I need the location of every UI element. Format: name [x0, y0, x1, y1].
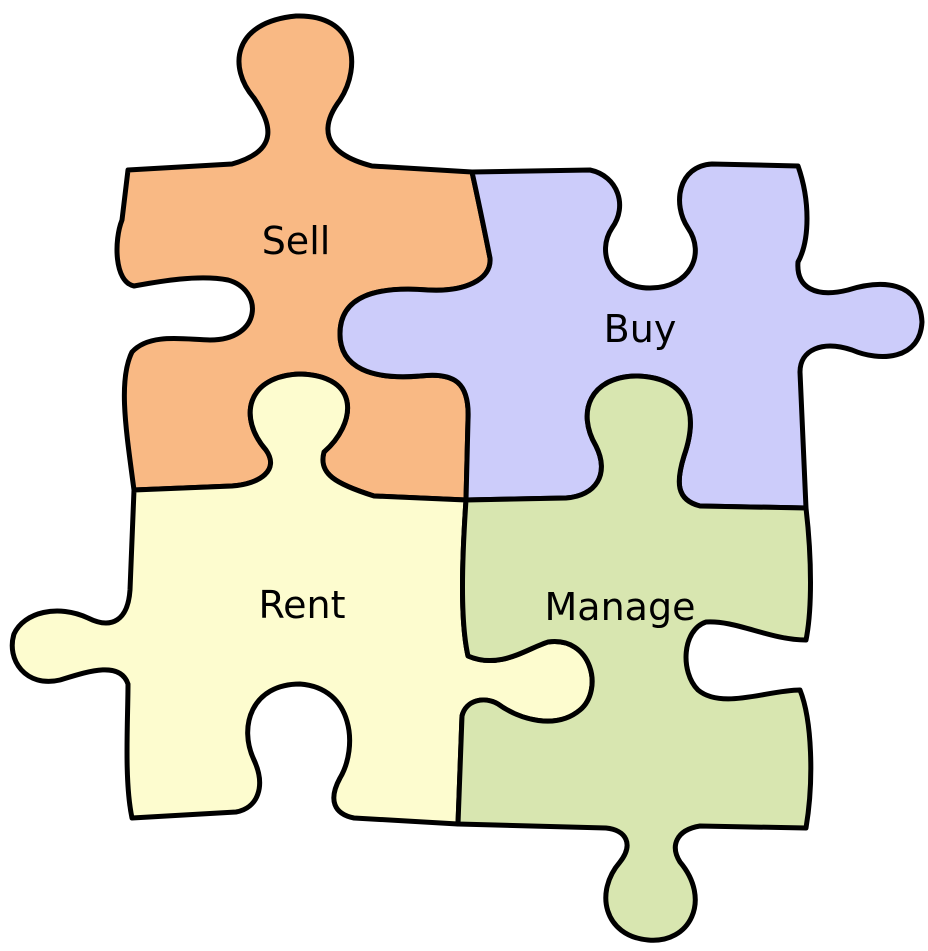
- puzzle-piece-manage: Manage: [455, 373, 814, 943]
- manage-label: Manage: [545, 585, 696, 629]
- rent-label: Rent: [258, 583, 345, 627]
- buy-label: Buy: [604, 307, 677, 351]
- manage-piece-shape: [455, 373, 814, 943]
- sell-label: Sell: [262, 219, 331, 263]
